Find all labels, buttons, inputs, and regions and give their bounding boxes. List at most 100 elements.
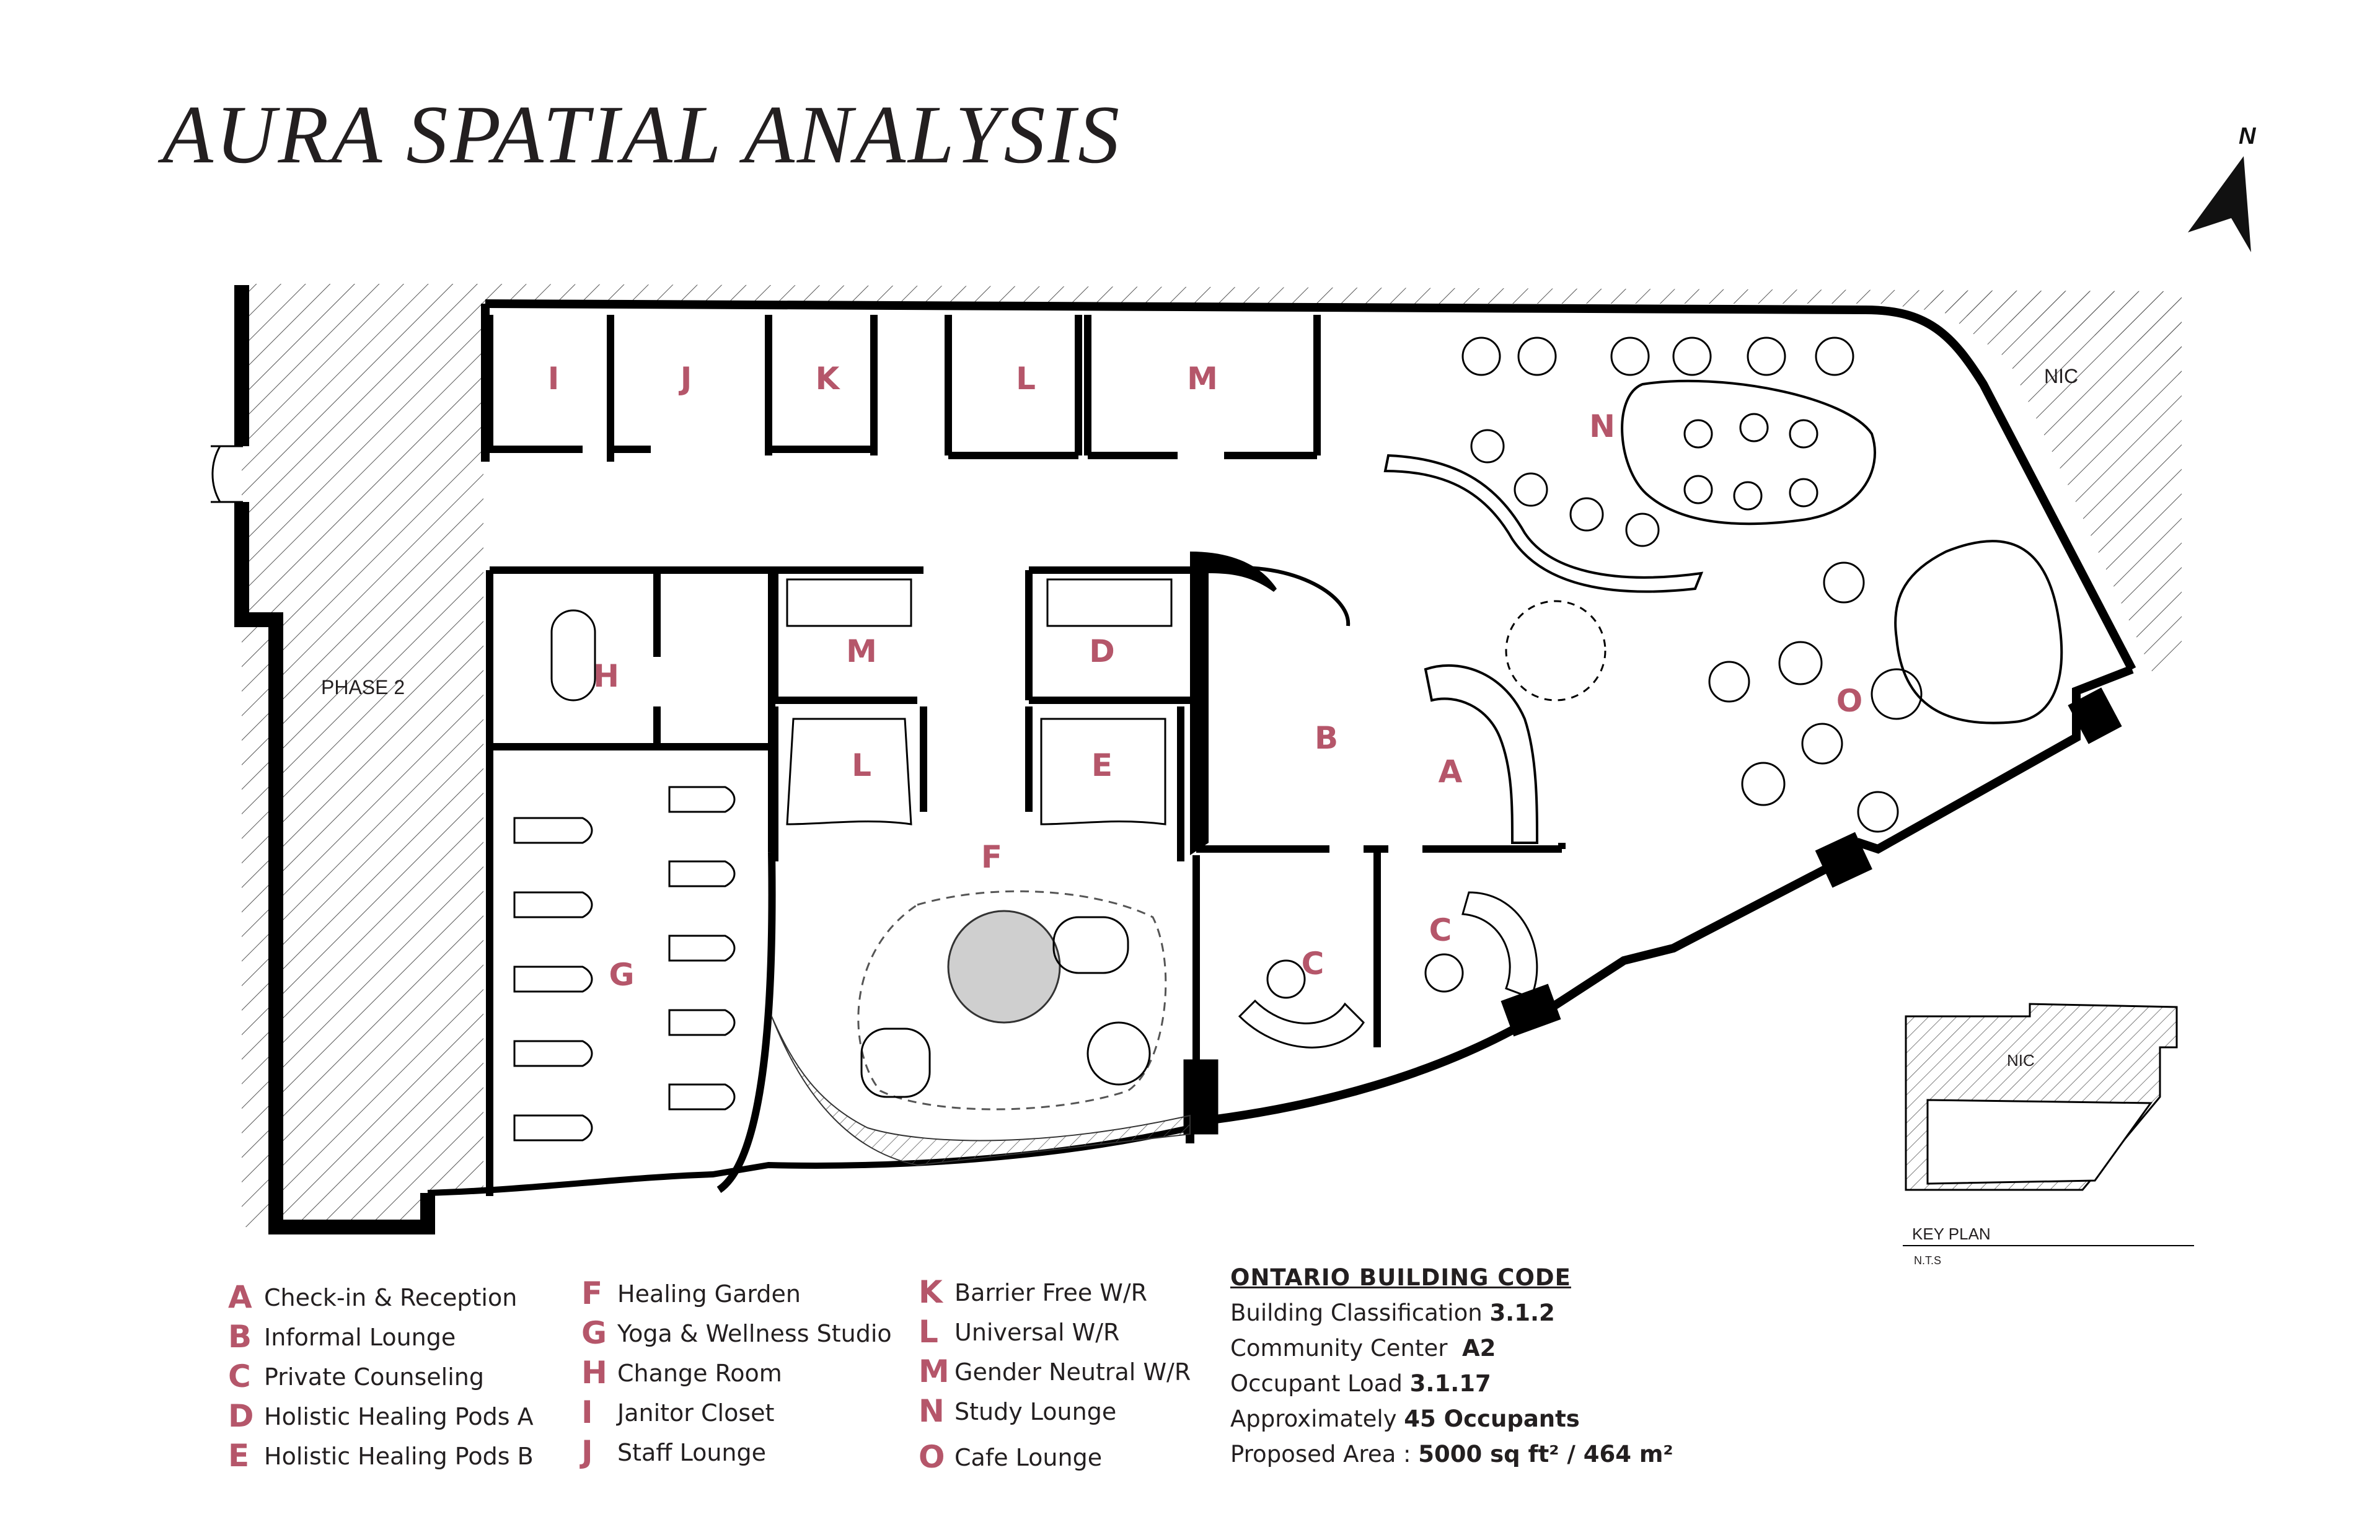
legend-label: Check-in & Reception <box>264 1284 518 1311</box>
interior-walls <box>486 315 1566 1196</box>
study-stools <box>1461 337 1854 547</box>
proposed-area: Proposed Area : 5000 sq ft² / 464 m² <box>1230 1441 1673 1476</box>
phase-2-label: PHASE 2 <box>321 676 405 698</box>
building-code-block: ONTARIO BUILDING CODE Building Classific… <box>1230 1264 1673 1476</box>
legend-letter: K <box>919 1274 943 1310</box>
cafe-tables <box>1708 561 1923 833</box>
key-plan-scale: N.T.S <box>1914 1254 1941 1267</box>
legend-label: Staff Lounge <box>617 1439 766 1466</box>
reception-circle <box>1505 600 1606 702</box>
north-arrow-icon: N <box>2188 123 2257 252</box>
approx-label: Approximately <box>1230 1406 1404 1432</box>
room-label-j: J <box>679 361 692 397</box>
legend-label: Informal Lounge <box>264 1324 456 1351</box>
legend-letter: L <box>919 1314 938 1350</box>
room-label-d: D <box>1089 633 1115 669</box>
outer-walls <box>234 285 2136 1234</box>
legend-letter: B <box>228 1319 252 1355</box>
approx-value: 45 Occupants <box>1404 1406 1580 1432</box>
legend-letter: D <box>228 1398 254 1434</box>
community-center: Community Center A2 <box>1230 1335 1673 1370</box>
north-label: N <box>2239 123 2257 149</box>
room-label-o: O <box>1836 683 1863 719</box>
room-label-e: E <box>1091 747 1113 783</box>
room-label-c-left: C <box>1302 946 1324 982</box>
c-left-seating <box>1238 999 1365 1049</box>
room-label-n: N <box>1589 408 1615 444</box>
room-label-b: B <box>1315 720 1338 756</box>
garden-seat <box>1086 1021 1151 1086</box>
legend-letter: I <box>581 1394 593 1430</box>
bed-d <box>1046 578 1173 627</box>
cafe-counter <box>1894 540 2063 724</box>
room-label-a: A <box>1439 754 1463 790</box>
garden-pod-2 <box>860 1027 931 1098</box>
room-label-f: F <box>981 839 1002 875</box>
garden-pod-1 <box>1052 916 1129 974</box>
classification-label: Building Classification <box>1230 1300 1490 1326</box>
key-plan-nic: NIC <box>2007 1051 2035 1070</box>
legend-letter: C <box>228 1358 251 1394</box>
legend-label: Gender Neutral W/R <box>954 1358 1191 1386</box>
study-table <box>1621 379 1876 526</box>
legend-letter: O <box>919 1439 945 1475</box>
legend-letter: F <box>581 1275 603 1311</box>
pod-e <box>1040 718 1166 825</box>
garden-path <box>857 890 1167 1111</box>
building-code-heading: ONTARIO BUILDING CODE <box>1230 1264 1571 1291</box>
pod-l <box>786 718 912 825</box>
c-left-table <box>1266 959 1306 999</box>
legend-label: Cafe Lounge <box>954 1444 1103 1471</box>
occupant-load: Occupant Load 3.1.17 <box>1230 1370 1673 1406</box>
garden-planting <box>771 1016 1191 1166</box>
phase-2-hatch <box>242 284 483 1227</box>
legend-label: Healing Garden <box>617 1280 801 1308</box>
room-label-l-mid: L <box>852 747 871 783</box>
area-label: Proposed Area : <box>1230 1441 1419 1467</box>
c-right-seating <box>1461 891 1538 999</box>
nic-hatch-east <box>1915 291 2182 675</box>
building-classification: Building Classification 3.1.2 <box>1230 1300 1673 1335</box>
legend-letter: A <box>228 1279 252 1315</box>
legend-label: Barrier Free W/R <box>954 1279 1148 1306</box>
c-right-table <box>1424 953 1464 993</box>
key-plan: NIC KEY PLAN N.T.S <box>1903 1003 2194 1267</box>
room-label-l-top: L <box>1016 361 1036 397</box>
legend-label: Change Room <box>617 1360 782 1387</box>
occupant-label: Occupant Load <box>1230 1370 1410 1397</box>
garden-tree <box>947 910 1061 1024</box>
occupant-value: 3.1.17 <box>1409 1370 1491 1397</box>
study-chairs <box>1683 413 1818 511</box>
bed-m <box>786 578 912 627</box>
room-label-m-mid: M <box>846 633 877 669</box>
study-bar <box>1383 454 1704 593</box>
legend-label: Yoga & Wellness Studio <box>617 1320 892 1347</box>
community-value: A2 <box>1461 1335 1496 1362</box>
nic-label: NIC <box>2044 365 2078 387</box>
room-label-h: H <box>593 658 619 694</box>
approximate-occupants: Approximately 45 Occupants <box>1230 1406 1673 1441</box>
legend-label: Universal W/R <box>954 1319 1120 1346</box>
key-plan-label: KEY PLAN <box>1912 1225 1991 1243</box>
area-value: 5000 sq ft² / 464 m² <box>1418 1441 1673 1467</box>
room-label-m-top: M <box>1187 361 1218 397</box>
h-bench <box>550 609 596 702</box>
legend-letter: G <box>581 1315 607 1351</box>
legend-letter: N <box>919 1393 945 1429</box>
classification-value: 3.1.2 <box>1489 1300 1555 1326</box>
legend-letter: E <box>228 1438 250 1474</box>
west-door <box>211 445 243 503</box>
reception-desk <box>1424 664 1539 844</box>
community-label: Community Center <box>1230 1335 1462 1362</box>
legend-letter: H <box>581 1355 607 1391</box>
legend-letter: M <box>919 1353 950 1389</box>
room-label-c-right: C <box>1429 912 1452 948</box>
legend-label: Holistic Healing Pods B <box>264 1443 534 1470</box>
room-label-g: G <box>609 957 634 993</box>
b-wall-core <box>1190 552 1277 855</box>
legend-letter: J <box>581 1434 593 1470</box>
legend-label: Holistic Healing Pods A <box>264 1403 534 1430</box>
legend-label: Private Counseling <box>264 1363 485 1391</box>
legend-label: Study Lounge <box>954 1398 1117 1425</box>
